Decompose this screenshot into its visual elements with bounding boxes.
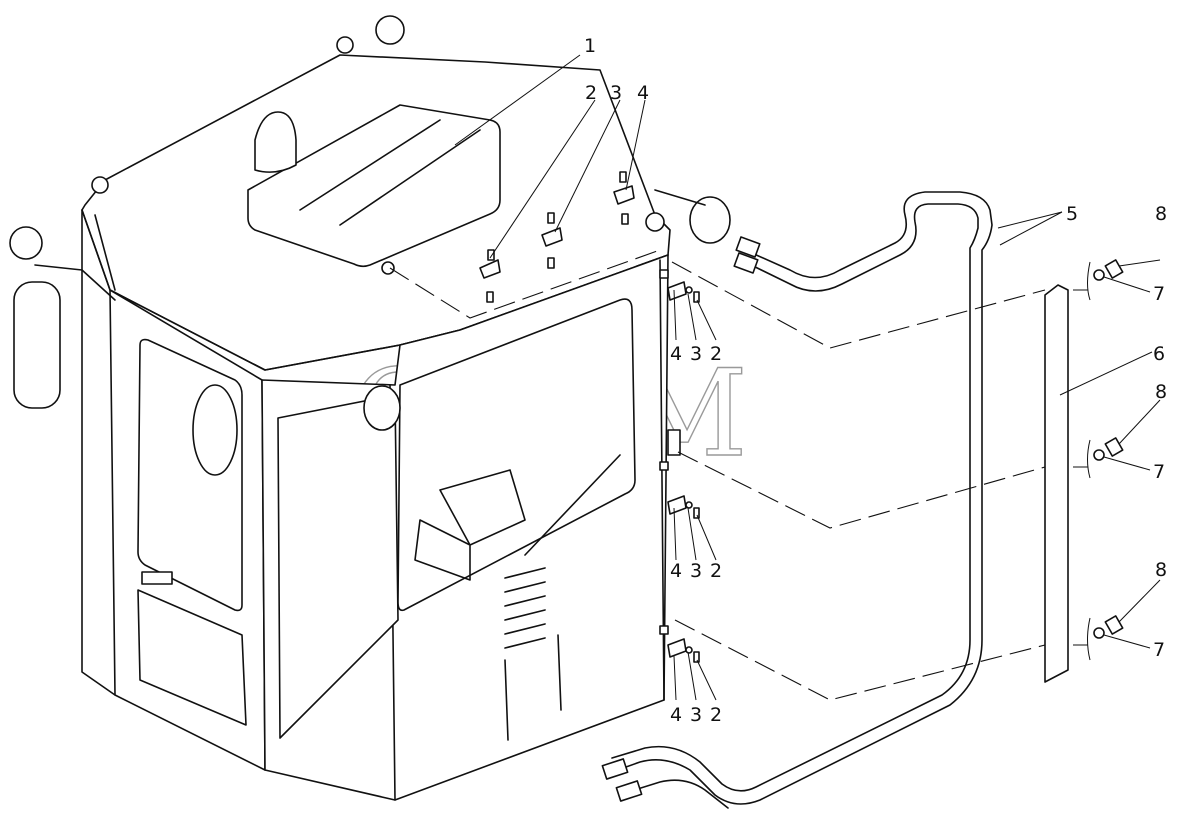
callout-8-top: 8 bbox=[1155, 203, 1167, 225]
rear-light-bracket bbox=[654, 189, 706, 206]
screw-c bbox=[619, 171, 627, 183]
front-window bbox=[137, 338, 243, 612]
washer-r2 bbox=[1093, 449, 1105, 461]
bracket-low bbox=[667, 638, 687, 658]
callout-4: 4 bbox=[637, 82, 649, 104]
side-mirror bbox=[13, 281, 61, 409]
insert-a bbox=[486, 291, 494, 303]
callout-8-mid: 8 bbox=[1155, 381, 1167, 403]
screw-low bbox=[693, 651, 700, 663]
leader-lines bbox=[454, 54, 1161, 701]
nut-top bbox=[659, 269, 669, 279]
hose-upper-outer bbox=[611, 191, 993, 805]
hose-fitting-c bbox=[601, 758, 629, 780]
work-light-rear bbox=[689, 196, 731, 244]
hose-fitting-a bbox=[735, 236, 761, 258]
right-fasteners bbox=[1073, 259, 1124, 661]
bolt-r1 bbox=[1104, 259, 1124, 279]
clip-a bbox=[479, 259, 501, 279]
callout-6: 6 bbox=[1153, 343, 1165, 365]
screw-a bbox=[487, 249, 495, 261]
hose-assembly bbox=[601, 191, 993, 809]
mirror-arm bbox=[34, 264, 116, 301]
callouts: 1 2 3 4 5 6 7 7 7 8 8 8 4 3 2 4 3 2 4 3 … bbox=[584, 35, 1167, 726]
callout-2-top: 2 bbox=[710, 343, 722, 365]
washer-low bbox=[685, 646, 693, 654]
roof-ac-unit bbox=[247, 104, 501, 268]
gas-strut-right bbox=[557, 634, 562, 711]
dash-roof bbox=[389, 249, 661, 319]
bracket-top bbox=[667, 281, 687, 301]
roof-ac-ribs bbox=[299, 119, 481, 226]
roof-hook-left bbox=[336, 36, 354, 54]
callout-5: 5 bbox=[1066, 203, 1078, 225]
screw-mid bbox=[693, 507, 700, 519]
callout-3: 3 bbox=[610, 82, 622, 104]
operator-seat bbox=[414, 469, 526, 581]
bracket-mid bbox=[667, 495, 687, 515]
insert-b bbox=[547, 257, 555, 269]
assembly-lines bbox=[389, 249, 1046, 701]
steering-wheel bbox=[192, 384, 238, 476]
callout-7-low: 7 bbox=[1153, 639, 1165, 661]
side-window-front bbox=[277, 394, 399, 739]
nut-mid bbox=[659, 461, 669, 471]
washer-r3 bbox=[1093, 627, 1105, 639]
insert-c bbox=[621, 213, 629, 225]
callout-2-low: 2 bbox=[710, 704, 722, 726]
callout-3-top: 3 bbox=[690, 343, 702, 365]
front-skirt bbox=[81, 209, 116, 696]
washer-mid bbox=[685, 501, 693, 509]
hose-upper-inner bbox=[611, 203, 979, 792]
rail-fasteners bbox=[659, 269, 700, 663]
hose-lower bbox=[627, 779, 729, 809]
callout-2-mid: 2 bbox=[710, 560, 722, 582]
callout-3-mid: 3 bbox=[690, 560, 702, 582]
gas-strut-left bbox=[504, 659, 509, 741]
pillar-bracket bbox=[667, 429, 681, 456]
roof-fasteners bbox=[479, 171, 635, 303]
work-light-front bbox=[363, 385, 401, 431]
wiper-arm bbox=[524, 454, 621, 556]
nut-low bbox=[659, 625, 669, 635]
dash-low bbox=[674, 619, 1046, 701]
hose-fitting-d bbox=[615, 780, 643, 802]
dash-mid bbox=[677, 451, 1046, 529]
mirror-round bbox=[9, 226, 43, 260]
washer-top bbox=[685, 286, 693, 294]
bolt-r2 bbox=[1104, 437, 1124, 457]
callout-4-mid: 4 bbox=[670, 560, 682, 582]
cab-body bbox=[9, 15, 731, 801]
door-handle bbox=[141, 571, 173, 585]
front-lower-panel bbox=[137, 589, 247, 726]
callout-3-low: 3 bbox=[690, 704, 702, 726]
brace-marks bbox=[1087, 261, 1091, 661]
beacon-light bbox=[254, 111, 297, 173]
roof-bolt bbox=[381, 261, 395, 275]
roof-hook-front bbox=[91, 176, 109, 194]
callout-7-mid: 7 bbox=[1153, 461, 1165, 483]
screw-b bbox=[547, 212, 555, 224]
screw-top bbox=[693, 291, 700, 303]
bolt-r3 bbox=[1104, 615, 1124, 635]
callout-4-low: 4 bbox=[670, 704, 682, 726]
callout-2: 2 bbox=[585, 82, 597, 104]
side-window-main bbox=[397, 298, 636, 612]
callout-8-low: 8 bbox=[1155, 559, 1167, 581]
washer-r1 bbox=[1093, 269, 1105, 281]
callout-1: 1 bbox=[584, 35, 596, 57]
roof-hook-rear bbox=[645, 212, 665, 232]
hose-fitting-b bbox=[733, 252, 759, 274]
roof-mount-left bbox=[375, 15, 405, 45]
insert-arrows bbox=[1073, 289, 1088, 646]
callout-4-top: 4 bbox=[670, 343, 682, 365]
trim-rail bbox=[1044, 284, 1069, 683]
clip-b bbox=[541, 227, 563, 247]
vent-grille bbox=[504, 567, 546, 649]
callout-7-top: 7 bbox=[1153, 283, 1165, 305]
